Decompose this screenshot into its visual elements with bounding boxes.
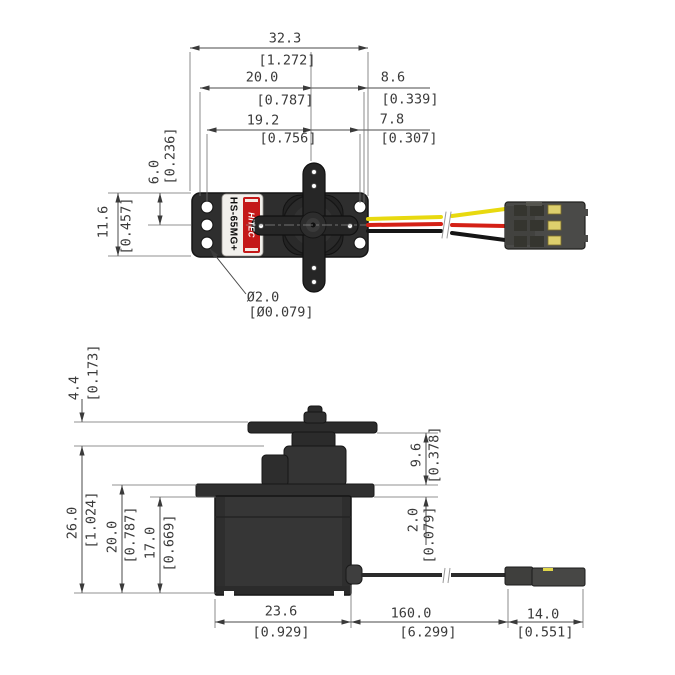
dim-sv20-in: [0.787] (122, 506, 139, 564)
servo-body-side (195, 405, 378, 596)
dim-14-mm: 14.0 (526, 606, 560, 623)
dim-2-in: [0.079] (421, 506, 438, 564)
yellow-wire (366, 215, 443, 221)
mounting-holes-left (200, 200, 214, 250)
dim-236-in: [0.929] (252, 624, 310, 641)
dim-192-in: [0.756] (259, 130, 317, 147)
dim-60-mm: 6.0 (146, 159, 163, 185)
dim-86-in: [0.339] (381, 91, 439, 108)
dim-overall-width-mm: 32.3 (268, 30, 302, 47)
servo-connector-top (504, 201, 588, 250)
dim-96-mm: 9.6 (408, 442, 425, 468)
dim-17-in: [0.669] (161, 514, 178, 572)
mounting-flange-side (195, 483, 375, 498)
dim-hole-in: [Ø0.079] (248, 304, 314, 321)
top-view (108, 45, 588, 295)
connector-contact-mark (543, 568, 553, 571)
wire-break-mark (442, 567, 451, 584)
top-view-dimension-lines (108, 45, 430, 295)
dim-236-mm: 23.6 (264, 603, 298, 620)
gold-contacts (547, 204, 562, 246)
dim-116-mm: 11.6 (95, 205, 112, 239)
dim-hole-mm: Ø2.0 (246, 289, 280, 306)
dim-overall-width-in: [1.272] (258, 52, 316, 69)
dim-sv20-mm: 20.0 (104, 520, 121, 554)
dim-116-in: [0.457] (118, 197, 135, 255)
horn-holes (258, 169, 353, 285)
dim-78-mm: 7.8 (379, 111, 405, 128)
dim-26-in: [1.024] (83, 491, 100, 549)
hole-leader-line (209, 248, 247, 295)
dim-14-in: [0.551] (516, 624, 574, 641)
dim-96-in: [0.378] (426, 426, 443, 484)
dim-78-in: [0.307] (380, 130, 438, 147)
side-view (74, 399, 586, 628)
servo-brand-logo: HiTEC (246, 212, 256, 238)
red-wire (366, 222, 443, 227)
wire-grommet (345, 564, 363, 585)
servo-wires-top (366, 207, 514, 242)
servo-model-label: HS-65MG+ (227, 196, 239, 252)
dim-192-mm: 19.2 (246, 112, 280, 129)
dim-86-mm: 8.6 (380, 69, 406, 86)
side-view-dimension-lines (74, 399, 584, 628)
dim-160-in: [6.299] (399, 624, 457, 641)
dim-60-in: [0.236] (162, 127, 179, 185)
dim-44-mm: 4.4 (66, 375, 83, 401)
dim-44-in: [0.173] (85, 344, 102, 402)
dim-26-mm: 26.0 (64, 506, 81, 540)
dim-20-in: [0.787] (256, 92, 314, 109)
dim-20-mm: 20.0 (245, 69, 279, 86)
wire-break-mark (441, 211, 452, 239)
dim-160-mm: 160.0 (390, 605, 432, 622)
dim-2-mm: 2.0 (405, 507, 422, 533)
servo-horn-top (246, 162, 398, 293)
mounting-holes-right (353, 200, 367, 250)
servo-connector-side (504, 566, 586, 587)
horn-side (247, 421, 378, 434)
dim-17-mm: 17.0 (142, 526, 159, 560)
servo-wire-side (362, 567, 506, 584)
